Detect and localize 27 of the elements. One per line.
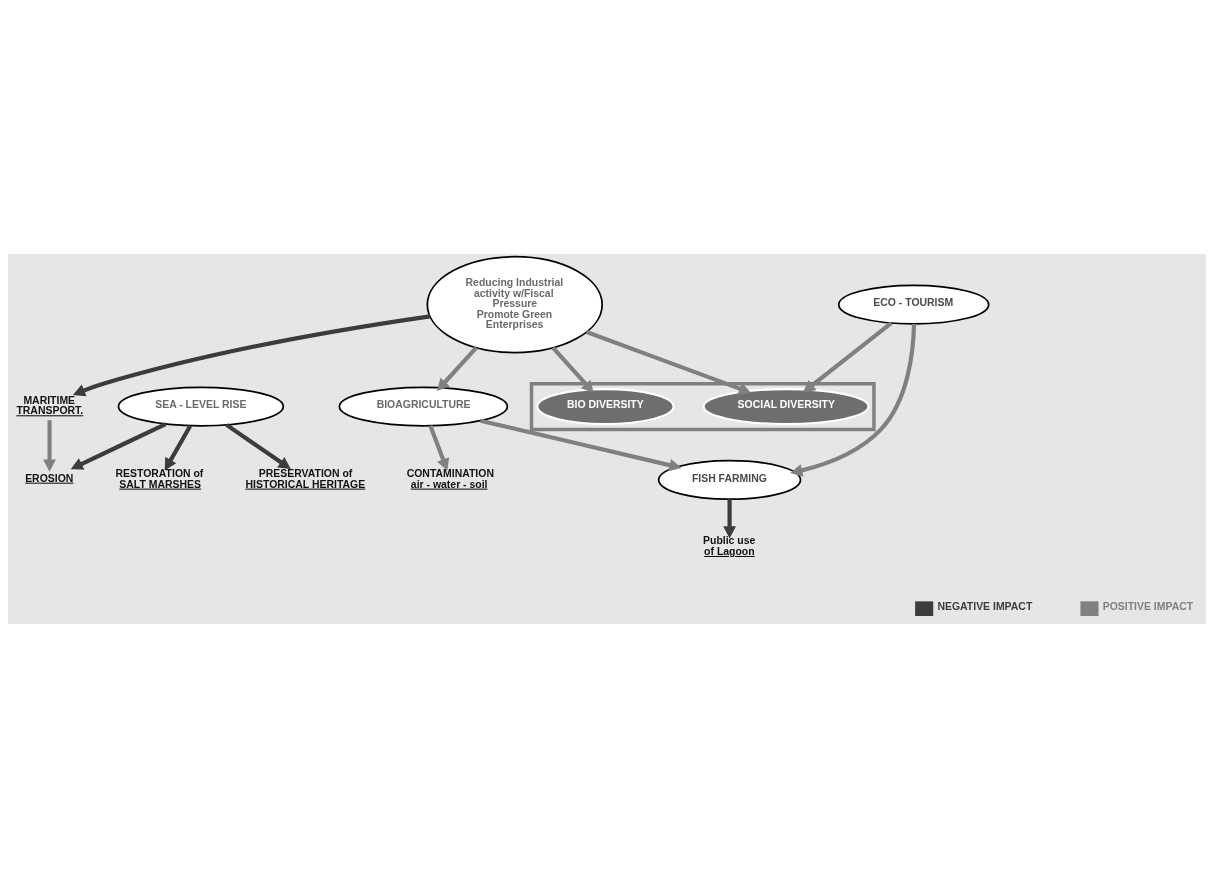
arrow: [723, 498, 736, 538]
arrow: [70, 421, 167, 470]
arrow: [790, 323, 917, 477]
node-ellipse: Reducing Industrial activity w/Fiscal Pressure Promote Green Enterprises: [426, 255, 604, 353]
arrow: [72, 313, 431, 396]
node-text: Public use of Lagoon: [703, 534, 756, 557]
node-text: EROSION: [25, 472, 74, 484]
arrow: [43, 419, 56, 472]
arrow: [436, 345, 478, 391]
node-text: MARITIME TRANSPORT.: [16, 394, 84, 416]
arrow: [585, 329, 752, 395]
arrow: [802, 320, 893, 393]
node-ellipse: BIOAGRICULTURE: [338, 385, 509, 427]
legend-label: NEGATIVE IMPACT: [937, 600, 1033, 612]
node-ellipse: SOCIAL DIVERSITY: [702, 387, 870, 425]
node-ellipse: BIO DIVERSITY: [536, 387, 675, 425]
node-ellipse: SEA - LEVEL RISE: [117, 385, 285, 427]
node-text: PRESERVATION of HISTORICAL HERITAGE: [245, 467, 366, 490]
arrow: [428, 424, 450, 471]
node-ellipse: ECO - TOURISM: [837, 283, 990, 325]
node-text: CONTAMINATION air - water - soil: [406, 467, 494, 490]
arrow: [164, 424, 193, 471]
arrow: [225, 422, 291, 469]
arrow: [551, 345, 594, 393]
arrow: [479, 418, 682, 471]
node-text: RESTORATION of SALT MARSHES: [115, 467, 204, 490]
legend-label: POSITIVE IMPACT: [1102, 600, 1194, 612]
